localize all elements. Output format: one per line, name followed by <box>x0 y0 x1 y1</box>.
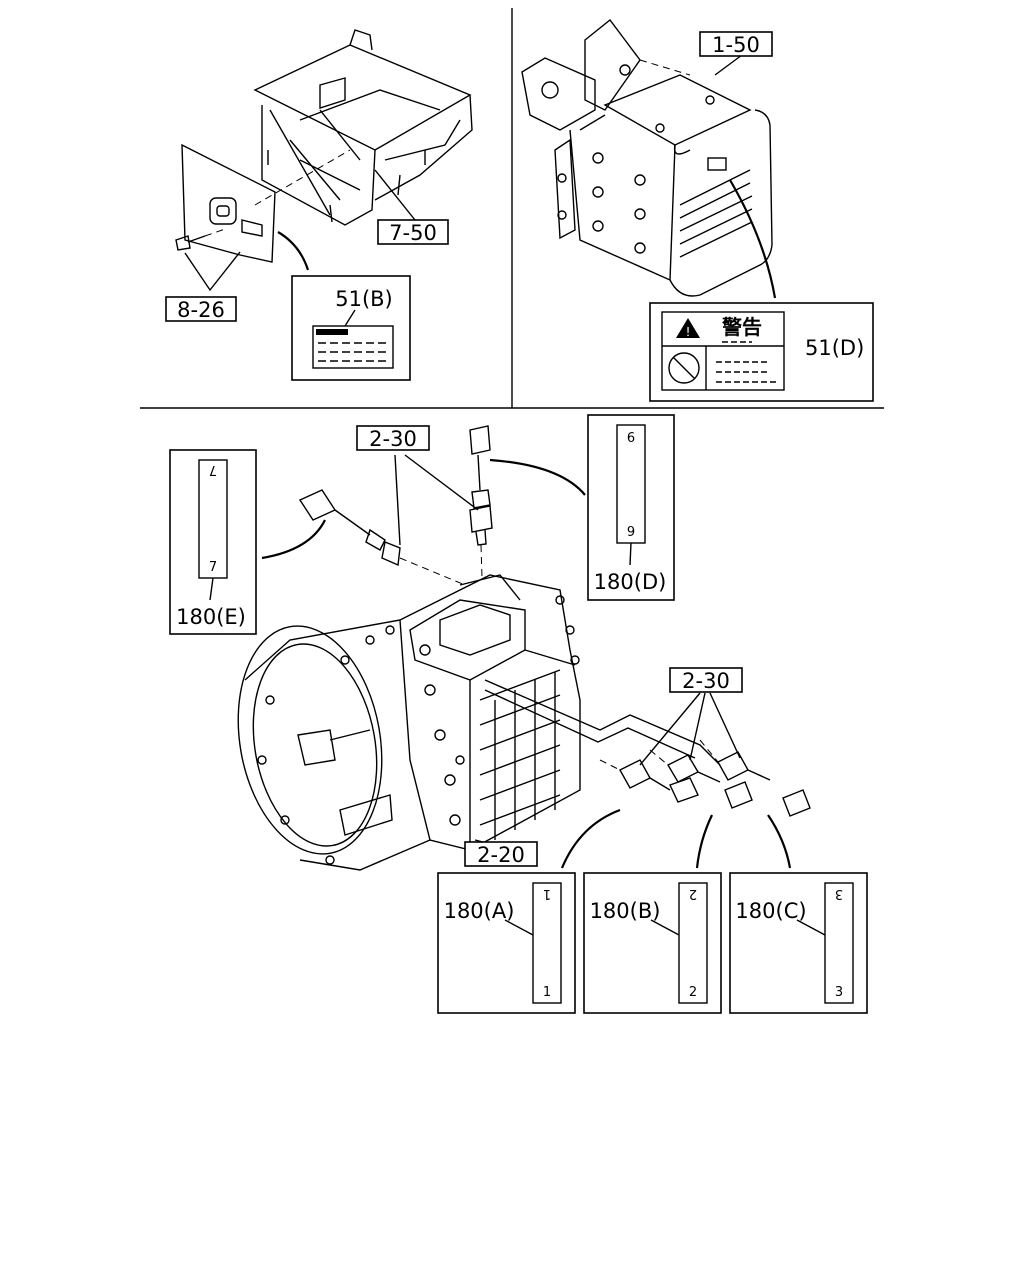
callout-box-8-26 <box>165 296 237 322</box>
label-51b-sticker <box>312 325 394 369</box>
label-180d-panel <box>587 414 675 601</box>
callout-1-50: 1-50 <box>712 33 760 57</box>
label-180b-panel <box>583 872 722 1014</box>
label-180c-text: 180(C) <box>735 899 806 923</box>
label-180a-tag <box>532 882 562 1004</box>
label-180b-tag <box>678 882 708 1004</box>
warning-title: 警告 <box>722 315 762 339</box>
label-51b-text: 51(B) <box>335 287 393 311</box>
label-51d-panel <box>649 302 874 402</box>
callout-box-1-50 <box>699 31 773 57</box>
callout-8-26: 8-26 <box>177 298 225 322</box>
callout-box-2-20 <box>464 841 538 867</box>
transmission-drawing <box>237 425 811 871</box>
label-180d-tag-bottom: 9 <box>627 525 635 540</box>
label-51d-text: 51(D) <box>805 336 864 360</box>
label-180e-tag-bottom: 7 <box>209 560 217 575</box>
label-180c-tag-bottom: 3 <box>835 985 843 1000</box>
callout-box-7-50 <box>377 219 449 245</box>
label-180a-panel <box>437 872 576 1014</box>
svg-text:!: ! <box>686 325 691 339</box>
warning-triangle-icon <box>676 318 700 338</box>
label-180b-tag-top: 2 <box>689 886 697 901</box>
no-touch-icon <box>668 352 700 384</box>
battery-box-drawing <box>521 19 806 351</box>
label-180d-tag-top: 9 <box>627 428 635 443</box>
label-51b-panel <box>291 275 411 381</box>
label-180e-text: 180(E) <box>176 605 246 629</box>
callout-7-50: 7-50 <box>389 221 437 245</box>
callout-2-30-right: 2-30 <box>682 669 730 693</box>
callout-box-2-30-right <box>669 667 743 693</box>
transmission-bolts <box>257 595 580 865</box>
label-180e-tag-top: 7 <box>209 462 217 477</box>
label-180b-text: 180(B) <box>590 899 661 923</box>
label-180e-panel <box>169 449 257 635</box>
label-180c-panel <box>729 872 868 1014</box>
transmission-ribs <box>479 669 561 840</box>
warning-sticker <box>661 311 785 391</box>
label-180c-tag-top: 3 <box>835 886 843 901</box>
battery-bolts <box>557 95 715 254</box>
label-180c-tag <box>824 882 854 1004</box>
battery-vents <box>679 169 753 258</box>
callout-2-20: 2-20 <box>477 843 525 867</box>
label-180b-tag-bottom: 2 <box>689 985 697 1000</box>
callout-box-2-30-top <box>356 425 430 451</box>
frame-bracket-drawing <box>175 29 473 292</box>
label-180d-text: 180(D) <box>594 570 667 594</box>
callout-2-30-top: 2-30 <box>369 427 417 451</box>
label-180a-text: 180(A) <box>444 899 515 923</box>
label-180a-tag-top: 1 <box>543 886 551 901</box>
warning-text-lines <box>716 341 778 383</box>
label-180a-tag-bottom: 1 <box>543 985 551 1000</box>
label-51b-header-bar <box>316 329 348 335</box>
